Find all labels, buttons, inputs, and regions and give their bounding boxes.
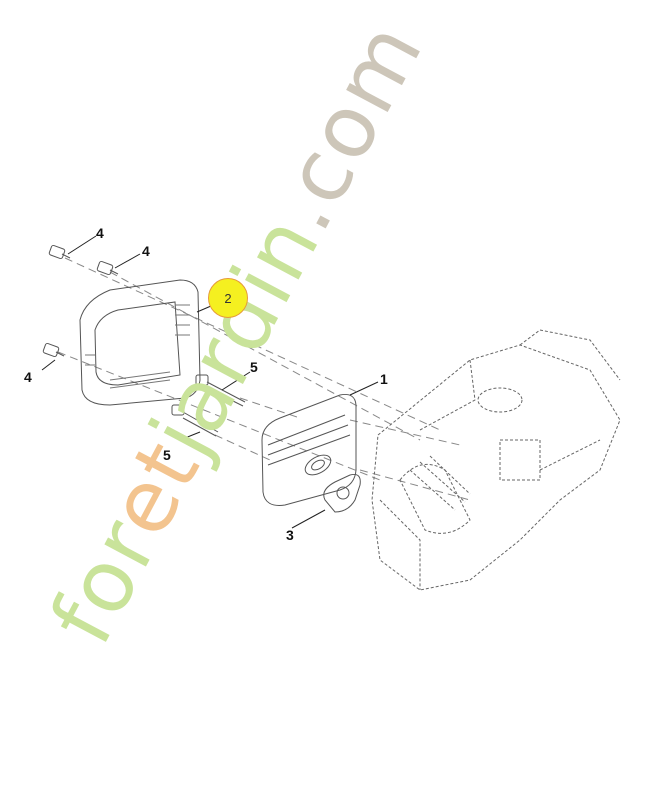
callout-1: 1 (380, 371, 388, 387)
callout-5-lower: 5 (163, 447, 171, 463)
gasket (323, 474, 361, 513)
callout-4-mid: 4 (142, 243, 150, 259)
callout-5-upper: 5 (250, 359, 258, 375)
callout-2-highlighted[interactable]: 2 (208, 278, 248, 318)
long-bolt-5-lower (171, 404, 219, 437)
engine-block (371, 329, 621, 591)
callout-3: 3 (286, 527, 294, 543)
muffler-guard (79, 279, 201, 406)
callout-4-top: 4 (96, 225, 104, 241)
long-bolt-5-upper (195, 374, 246, 407)
callout-2-label: 2 (224, 290, 232, 306)
muffler (261, 394, 357, 506)
bolt-4-top-left (48, 244, 71, 260)
callout-4-left: 4 (24, 369, 32, 385)
